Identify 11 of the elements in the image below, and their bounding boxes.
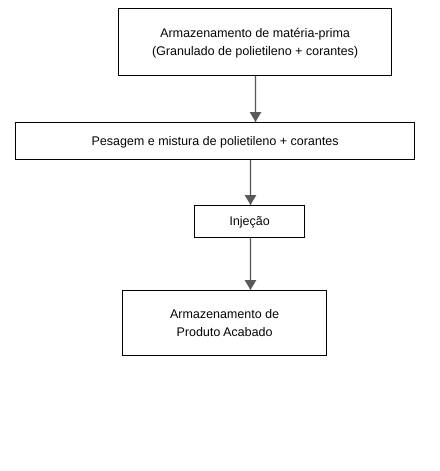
step-text: Armazenamento de Produto Acabado	[168, 306, 280, 341]
arrow	[244, 238, 256, 290]
process-box	[122, 290, 327, 356]
step-text: Pesagem e mistura de polietileno + corantes	[91, 132, 338, 150]
process-box	[194, 205, 305, 238]
process-box	[118, 8, 392, 76]
arrow	[244, 160, 256, 205]
step-text: Injeção	[229, 213, 270, 230]
step-text: Armazenamento de matéria-prima (Granulado de polietileno + corantes)	[150, 24, 360, 60]
process-box	[15, 122, 415, 160]
arrow	[250, 76, 262, 122]
